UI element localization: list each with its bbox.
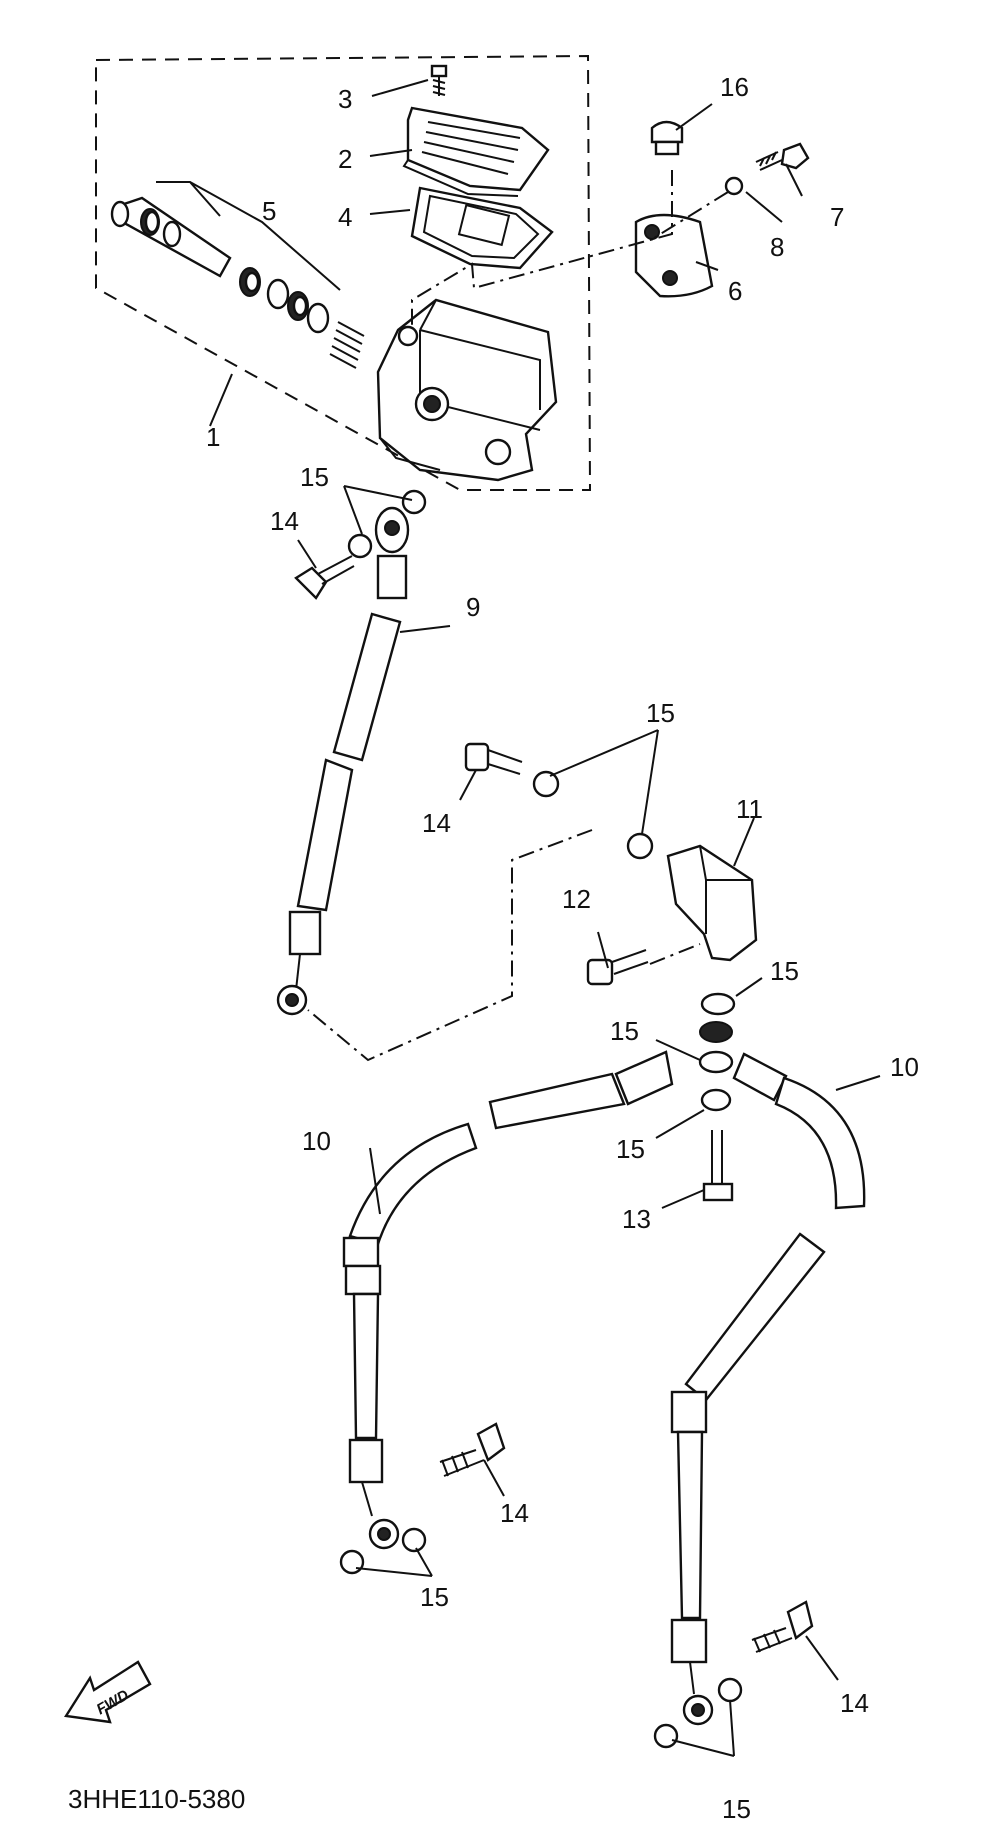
callout-15e: 15: [616, 1134, 645, 1164]
callout-6: 6: [728, 276, 742, 306]
callout-10a: 10: [890, 1052, 919, 1082]
washer-lower-left-b: [401, 1527, 427, 1553]
bolt-7: [755, 142, 810, 171]
lever-bracket: [634, 213, 714, 298]
callout-11: 11: [736, 794, 763, 824]
union-bolt-lower-left: [439, 1422, 506, 1477]
callout-7: 7: [830, 202, 844, 232]
washer-upper-b: [401, 489, 427, 515]
callout-1: 1: [206, 422, 220, 452]
routing-line-mid: [307, 829, 593, 1062]
routing-line-bracket: [653, 191, 729, 239]
assembly-boundary: [95, 54, 592, 491]
callout-8: 8: [770, 232, 784, 262]
routing-line-joint: [649, 943, 701, 965]
washer-middle-b: [626, 832, 654, 860]
washer-lower-right-a: [653, 1723, 679, 1749]
leader-lines: [209, 79, 881, 1757]
bolt-12: [586, 949, 649, 986]
callout-4: 4: [338, 202, 352, 232]
bolt-13-stack: [698, 992, 736, 1202]
callout-14a: 14: [270, 506, 299, 536]
callout-3: 3: [338, 84, 352, 114]
washer-middle-a: [532, 770, 560, 798]
callout-12: 12: [562, 884, 591, 914]
washer-8: [724, 176, 744, 196]
callout-14d: 14: [840, 1688, 869, 1718]
union-bolt-upper: [294, 555, 355, 600]
washer-upper-a: [347, 533, 373, 559]
callout-10b: 10: [302, 1126, 331, 1156]
callout-13: 13: [622, 1204, 651, 1234]
callout-15b: 15: [646, 698, 675, 728]
washer-lower-left-a: [339, 1549, 365, 1575]
reservoir-cap: [402, 106, 550, 197]
union-bolt-middle: [464, 742, 523, 775]
callout-15a: 15: [300, 462, 329, 492]
callout-15g: 15: [722, 1794, 751, 1824]
brake-hose-10-right: [670, 1052, 866, 1726]
routing-line-upper: [411, 170, 673, 326]
piston-kit: [110, 181, 365, 369]
washer-lower-right-b: [717, 1677, 743, 1703]
callout-15f: 15: [420, 1582, 449, 1612]
drawing-code: 3HHE110-5380: [68, 1784, 245, 1814]
callout-5: 5: [262, 196, 276, 226]
callout-15d: 15: [610, 1016, 639, 1046]
bleed-cap: [650, 120, 684, 156]
callout-14c: 14: [500, 1498, 529, 1528]
diaphragm: [410, 186, 554, 270]
brake-hose-9: [276, 506, 410, 1016]
master-cylinder-body: [376, 298, 558, 482]
brake-hose-joint: [666, 844, 758, 962]
brake-hose-10-left: [342, 1050, 674, 1550]
callout-15c: 15: [770, 956, 799, 986]
callout-14b: 14: [422, 808, 451, 838]
union-bolt-lower-right: [751, 1600, 814, 1653]
cap-screw: [430, 64, 448, 96]
callout-2: 2: [338, 144, 352, 174]
callout-16: 16: [720, 72, 749, 102]
callout-9: 9: [466, 592, 480, 622]
fwd-arrow-icon: FWD: [63, 1660, 152, 1724]
